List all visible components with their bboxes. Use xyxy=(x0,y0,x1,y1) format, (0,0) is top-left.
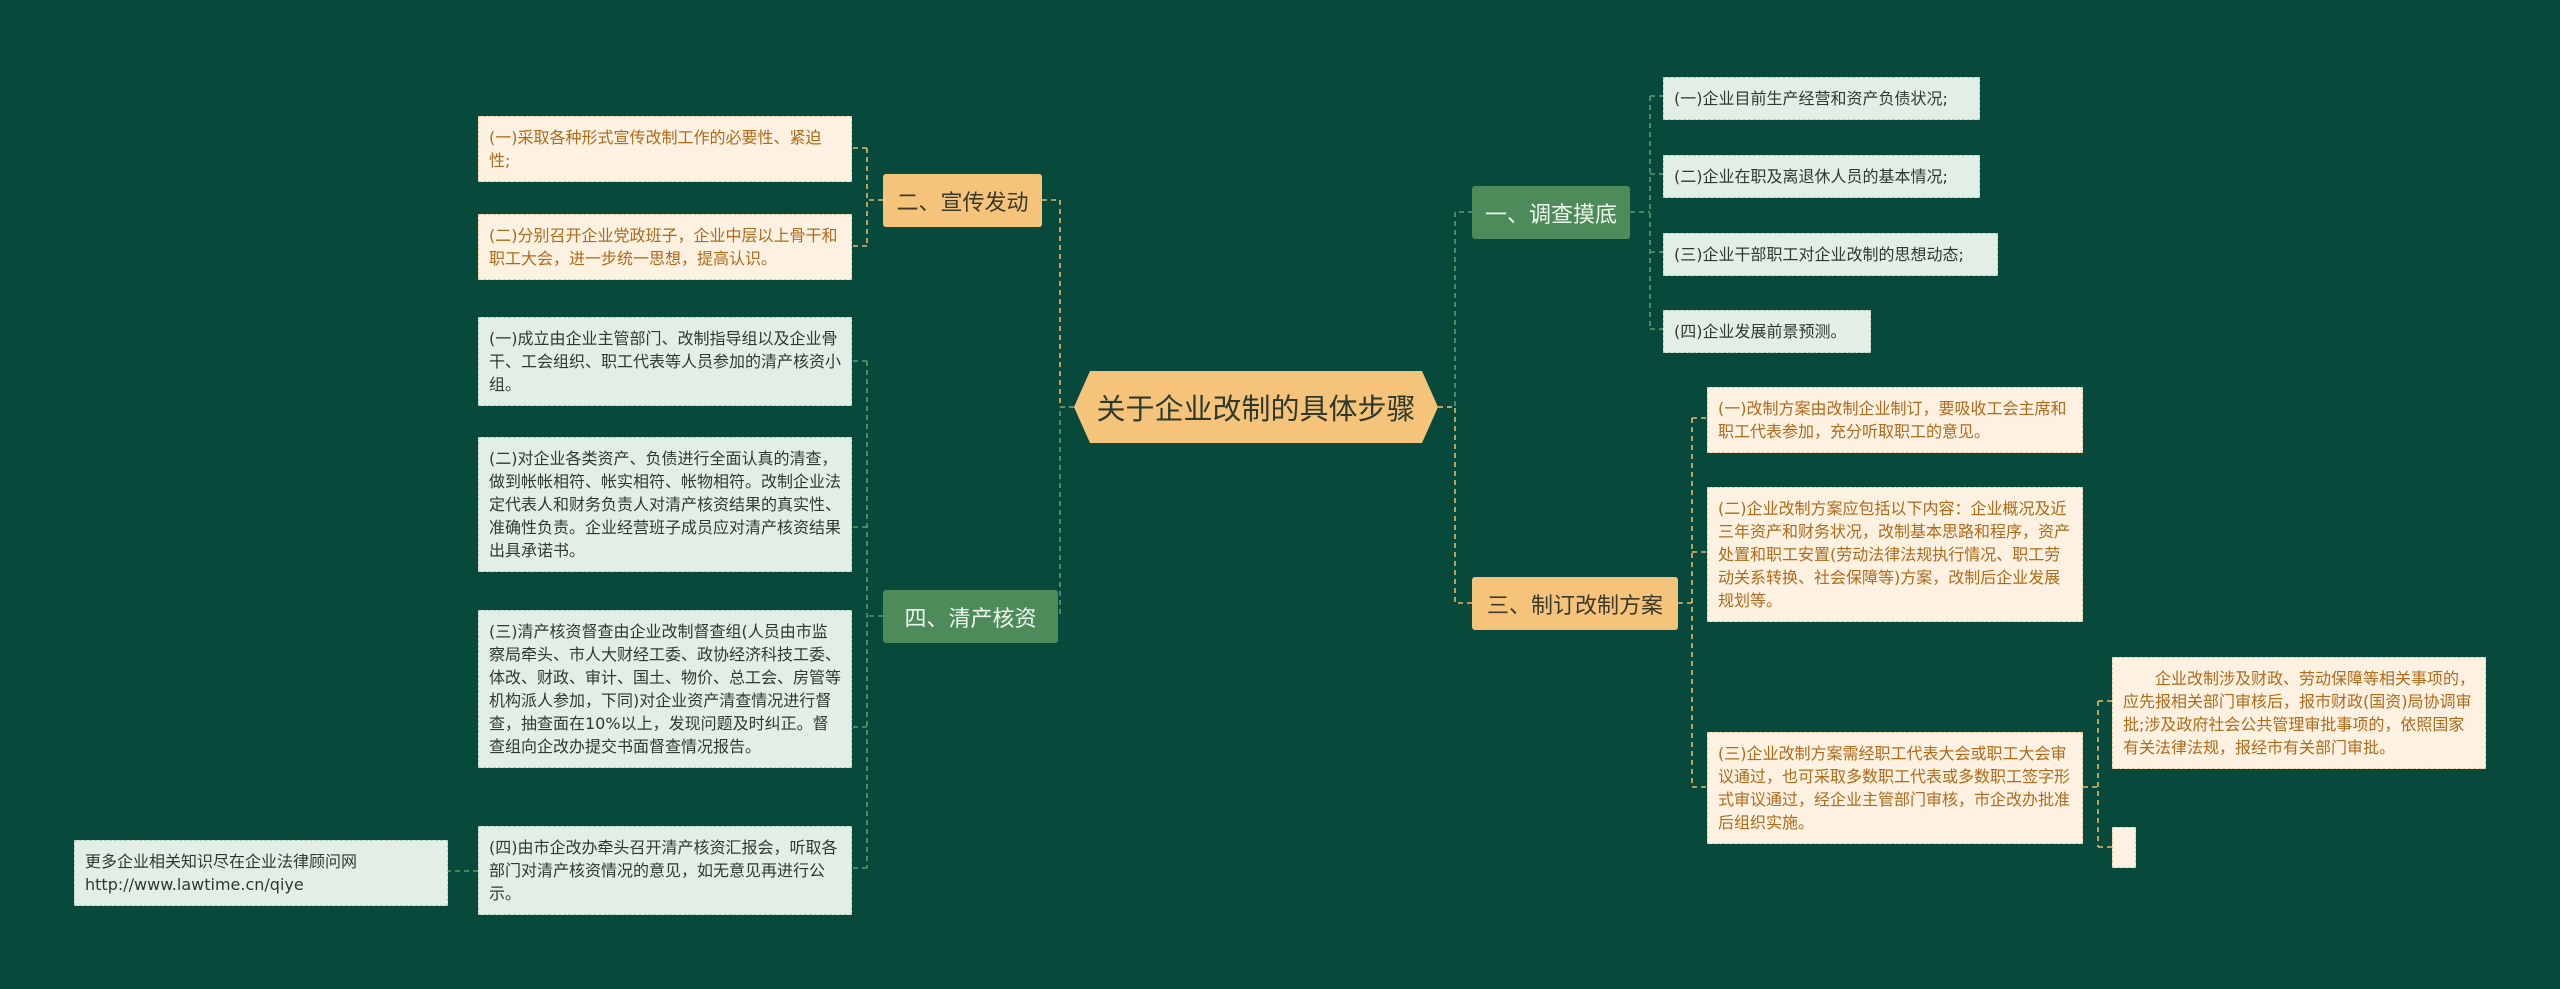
connector-b3-sub xyxy=(2083,700,2112,848)
leaf-survey-4[interactable]: (四)企业发展前景预测。 xyxy=(1663,310,1871,353)
connector-b2-leaves xyxy=(852,147,883,247)
branch-asset-check[interactable]: 四、清产核资 xyxy=(883,590,1058,643)
connector-root-b1 xyxy=(1438,211,1472,408)
leaf-plan-3[interactable]: (三)企业改制方案需经职工代表大会或职工大会审议通过，也可采取多数职工代表或多数… xyxy=(1707,732,2083,844)
leaf-plan-1[interactable]: (一)改制方案由改制企业制订，要吸收工会主席和职工代表参加，充分听取职工的意见。 xyxy=(1707,387,2083,453)
leaf-plan-3-empty[interactable] xyxy=(2112,827,2136,868)
leaf-publicity-1[interactable]: (一)采取各种形式宣传改制工作的必要性、紧迫性; xyxy=(478,116,852,182)
leaf-survey-2[interactable]: (二)企业在职及离退休人员的基本情况; xyxy=(1663,155,1980,198)
leaf-asset-1[interactable]: (一)成立由企业主管部门、改制指导组以及企业骨干、工会组织、职工代表等人员参加的… xyxy=(478,317,852,406)
leaf-publicity-2[interactable]: (二)分别召开企业党政班子，企业中层以上骨干和职工大会，进一步统一思想，提高认识… xyxy=(478,214,852,280)
leaf-survey-3[interactable]: (三)企业干部职工对企业改制的思想动态; xyxy=(1663,233,1998,276)
leaf-more-info[interactable]: 更多企业相关知识尽在企业法律顾问网http://www.lawtime.cn/q… xyxy=(74,840,448,906)
connector-b3-leaves xyxy=(1678,417,1707,788)
leaf-asset-3[interactable]: (三)清产核资督查由企业改制督查组(人员由市监察局牵头、市人大财经工委、政协经济… xyxy=(478,610,852,768)
connector-root-b4 xyxy=(1058,406,1074,617)
connector-b1-leaves xyxy=(1630,95,1663,330)
leaf-survey-1[interactable]: (一)企业目前生产经营和资产负债状况; xyxy=(1663,77,1980,120)
root-topic[interactable]: 关于企业改制的具体步骤 xyxy=(1074,371,1438,443)
connector-root-b2 xyxy=(1042,199,1074,408)
leaf-plan-2[interactable]: (二)企业改制方案应包括以下内容：企业概况及近三年资产和财务状况，改制基本思路和… xyxy=(1707,487,2083,622)
leaf-plan-3-detail[interactable]: 企业改制涉及财政、劳动保障等相关事项的，应先报相关部门审核后，报市财政(国资)局… xyxy=(2112,657,2486,769)
connector-b4-leaves xyxy=(852,360,883,869)
leaf-asset-4[interactable]: (四)由市企改办牵头召开清产核资汇报会，听取各部门对清产核资情况的意见，如无意见… xyxy=(478,826,852,915)
branch-plan[interactable]: 三、制订改制方案 xyxy=(1472,577,1678,630)
branch-survey[interactable]: 一、调查摸底 xyxy=(1472,186,1630,239)
branch-publicity[interactable]: 二、宣传发动 xyxy=(883,174,1042,227)
leaf-asset-2[interactable]: (二)对企业各类资产、负债进行全面认真的清查，做到帐帐相符、帐实相符、帐物相符。… xyxy=(478,437,852,572)
connector-root-b3 xyxy=(1438,406,1472,604)
